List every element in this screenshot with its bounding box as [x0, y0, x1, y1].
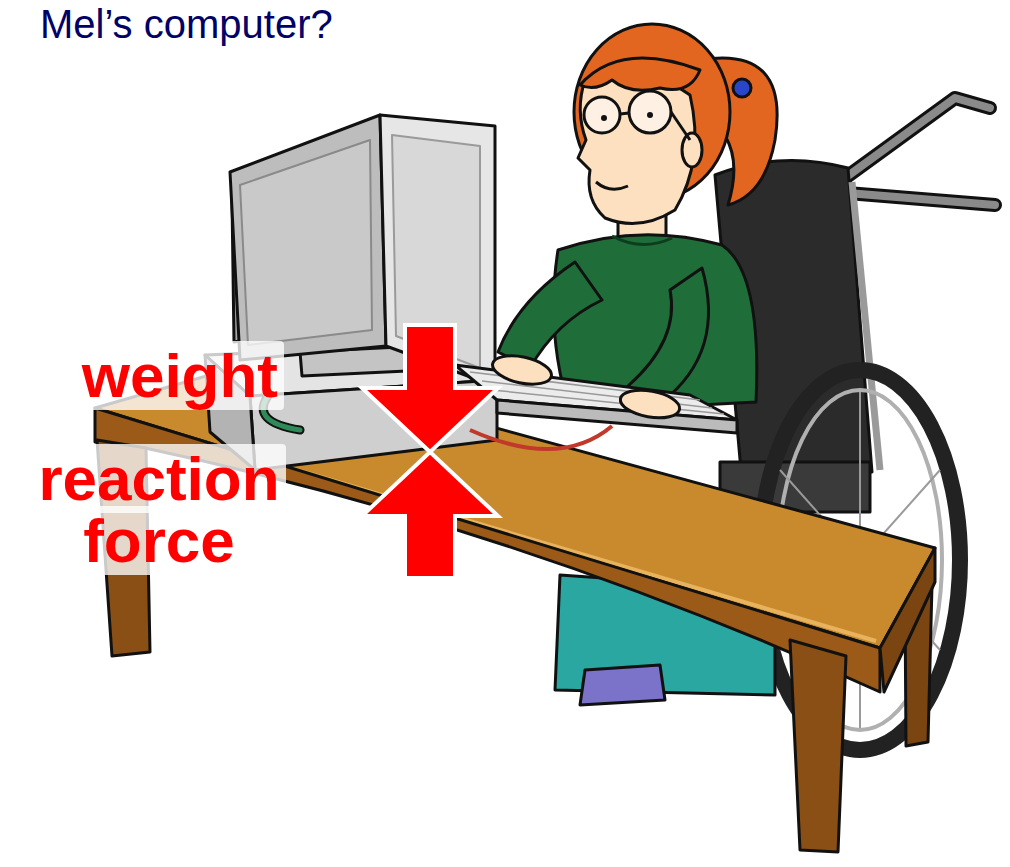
label-holder: reaction force: [4, 448, 314, 572]
title-holder: Mel’s computer?: [40, 2, 940, 46]
computer: [205, 115, 737, 470]
weight-arrow: [362, 325, 498, 452]
force-label: weight: [76, 341, 284, 410]
force-label: reaction force: [32, 444, 285, 575]
reaction-arrow: [362, 452, 498, 578]
force-arrows: [362, 325, 498, 578]
label-holder: weight: [4, 345, 284, 407]
hands: [490, 351, 682, 422]
title: Mel’s computer?: [40, 2, 333, 46]
